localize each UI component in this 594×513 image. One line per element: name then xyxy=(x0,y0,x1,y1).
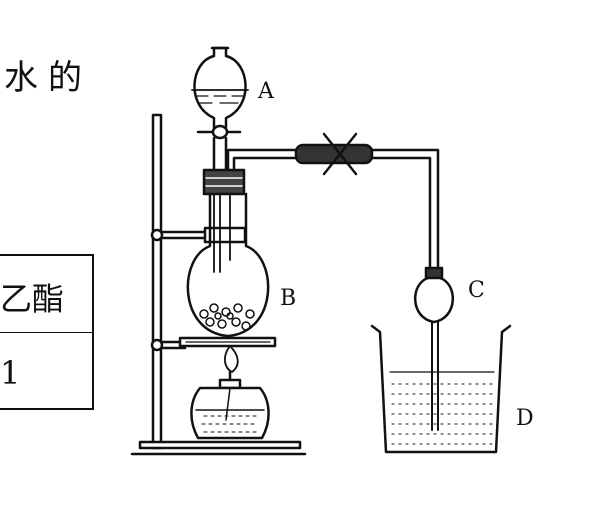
label-bulb: C xyxy=(468,278,485,303)
question-text-fragment: 水的 xyxy=(4,58,92,98)
iron-stand xyxy=(130,113,307,456)
label-flask: B xyxy=(280,286,296,311)
wire-gauze xyxy=(178,336,277,348)
label-funnel: A xyxy=(257,79,275,104)
delivery-tube xyxy=(226,132,440,270)
drying-bulb xyxy=(413,266,455,431)
alcohol-lamp xyxy=(190,345,270,440)
data-table-fragment xyxy=(0,254,94,410)
label-beaker: D xyxy=(516,406,534,431)
rubber-stopper xyxy=(202,168,246,196)
separatory-funnel xyxy=(191,46,249,172)
table-row-divider xyxy=(0,332,92,333)
table-header-cell: 乙酯 xyxy=(0,280,65,318)
round-bottom-flask xyxy=(186,192,270,338)
beaker xyxy=(370,324,512,454)
table-value-cell: 1 xyxy=(0,354,21,392)
